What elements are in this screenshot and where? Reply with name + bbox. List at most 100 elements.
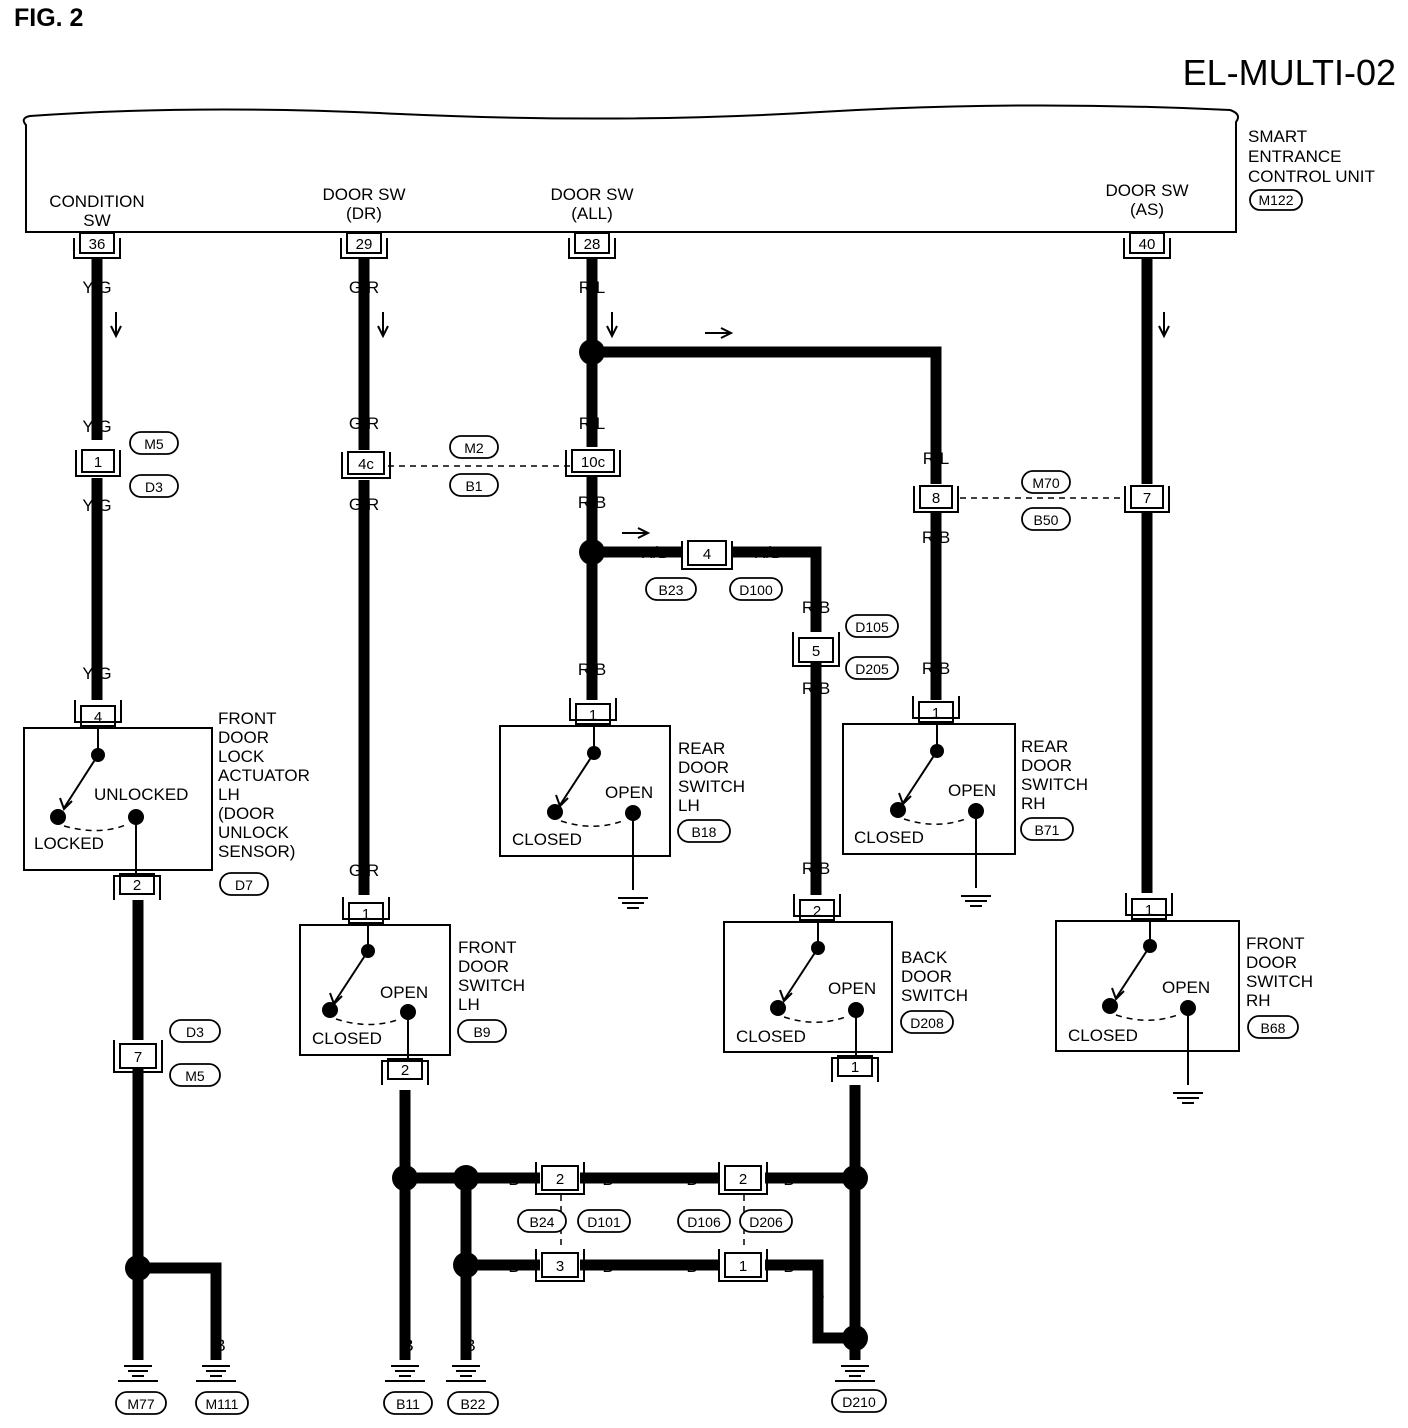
svg-text:1: 1 xyxy=(1145,902,1153,919)
front-door-lock-actuator: 4 2 UNLOCKED LOCKED xyxy=(23,700,213,900)
wire-b-bus-bottom-3 xyxy=(765,1259,855,1344)
svg-text:29: 29 xyxy=(356,236,373,253)
terminal-name-as-1: DOOR SW xyxy=(1105,181,1188,200)
svg-text:2: 2 xyxy=(401,1062,409,1079)
connector-ref-pill xyxy=(729,577,783,601)
wire-label: R/L xyxy=(923,449,949,468)
back-door-switch: 2 1 OPEN CLOSED xyxy=(723,894,893,1082)
connector-ref: B24 xyxy=(530,1214,555,1230)
wire-label: B xyxy=(399,1103,410,1122)
control-unit-ref: M122 xyxy=(1258,192,1293,208)
svg-text:7: 7 xyxy=(134,1049,142,1066)
ground-ref-pill xyxy=(447,1391,499,1415)
wire-label: Y/G xyxy=(82,278,111,297)
connector-ref-pill xyxy=(449,435,499,459)
rear-lh-label: DOOR xyxy=(678,758,729,777)
control-unit-name-2: ENTRANCE xyxy=(1248,147,1342,166)
connector-7-y: 7 xyxy=(1124,485,1170,513)
junction-dot xyxy=(392,1165,418,1191)
svg-text:4c: 4c xyxy=(358,456,374,473)
svg-text:1: 1 xyxy=(362,906,370,923)
wire-label: B xyxy=(132,1086,143,1105)
connector-1: 1 xyxy=(75,449,121,477)
wire-rb-branch-2 xyxy=(733,546,822,632)
terminal-28: 28 xyxy=(568,232,616,259)
connector-ref-pill xyxy=(577,1209,631,1233)
wire-label: B xyxy=(849,1285,860,1304)
connector-ref: D206 xyxy=(749,1214,783,1230)
wire-label: B xyxy=(132,1336,143,1355)
rear-rh-label: SWITCH xyxy=(1021,775,1088,794)
svg-text:8: 8 xyxy=(932,490,940,507)
wire-label: R/B xyxy=(641,543,669,562)
junction-dot xyxy=(842,1165,868,1191)
connector-10c: 10c xyxy=(565,449,621,477)
front-rh-label: SWITCH xyxy=(1246,972,1313,991)
wire-label: R/B xyxy=(578,493,606,512)
svg-text:5: 5 xyxy=(812,643,820,660)
svg-text:CLOSED: CLOSED xyxy=(512,830,582,849)
terminal-name-dr-1: DOOR SW xyxy=(322,185,405,204)
svg-text:CLOSED: CLOSED xyxy=(736,1027,806,1046)
connector-d1: 1 xyxy=(718,1249,768,1282)
wire-label: R/B xyxy=(802,679,830,698)
svg-text:LOCKED: LOCKED xyxy=(34,834,104,853)
connector-ref-pill xyxy=(129,431,179,455)
rear-door-switch-lh: 1 OPEN CLOSED xyxy=(499,698,671,890)
rear-lh-label: SWITCH xyxy=(678,777,745,796)
connector-ref: M5 xyxy=(144,436,164,452)
connector-ref: B1 xyxy=(465,478,482,494)
connector-ref-pill xyxy=(845,614,899,638)
wire-label: B xyxy=(132,917,143,936)
back-label: DOOR xyxy=(901,967,952,986)
wire-label: R/L xyxy=(579,414,605,433)
svg-text:1: 1 xyxy=(739,1258,747,1275)
wire-label: B xyxy=(849,1100,860,1119)
control-unit-name-3: CONTROL UNIT xyxy=(1248,167,1375,186)
svg-text:OPEN: OPEN xyxy=(1162,978,1210,997)
connector-ref: M5 xyxy=(185,1068,205,1084)
wire-label: B xyxy=(602,1170,613,1189)
ground-ref-pill xyxy=(831,1389,887,1413)
wire-label: B xyxy=(783,1257,794,1276)
ground-symbols-bottom xyxy=(118,1365,875,1382)
svg-text:4: 4 xyxy=(94,709,102,726)
ground-ref: B22 xyxy=(461,1396,486,1412)
junction-dot xyxy=(842,1325,868,1351)
connector-ref-pill xyxy=(845,656,899,680)
junction-dot xyxy=(579,339,605,365)
ground-ref-pill xyxy=(195,1391,249,1415)
svg-text:28: 28 xyxy=(584,236,601,253)
connector-ref-pill xyxy=(1021,470,1071,494)
rear-rh-ref: B71 xyxy=(1035,822,1060,838)
connector-ref-pill xyxy=(739,1209,793,1233)
connector-ref-pill xyxy=(169,1019,221,1043)
wire-label: G/R xyxy=(349,278,379,297)
rear-lh-label: REAR xyxy=(678,739,725,758)
wire-label: R/B xyxy=(802,598,830,617)
connector-ref: D101 xyxy=(587,1214,621,1230)
svg-text:2: 2 xyxy=(133,877,141,894)
wire-label: B xyxy=(402,1336,413,1355)
rear-rh-label: RH xyxy=(1021,794,1046,813)
back-label: BACK xyxy=(901,948,948,967)
terminal-name-condition-1: CONDITION xyxy=(49,192,144,211)
connector-b2: 2 xyxy=(535,1162,585,1195)
wire-label: B xyxy=(602,1257,613,1276)
wire-label: R/B xyxy=(922,528,950,547)
component-ref-pill xyxy=(457,1019,507,1043)
wire-label: G/R xyxy=(349,414,379,433)
junction-dot xyxy=(579,539,605,565)
actuator-label: (DOOR xyxy=(218,804,275,823)
connector-ref: D3 xyxy=(186,1024,204,1040)
rear-door-switch-rh: 1 OPEN CLOSED xyxy=(842,696,1016,888)
junction-dot xyxy=(453,1252,479,1278)
front-lh-ref: B9 xyxy=(473,1024,490,1040)
back-label: SWITCH xyxy=(901,986,968,1005)
terminal-name-dr-2: (DR) xyxy=(346,204,382,223)
actuator-label: DOOR xyxy=(218,728,269,747)
svg-text:7: 7 xyxy=(1143,490,1151,507)
connector-ref-pill xyxy=(645,577,697,601)
front-rh-label: RH xyxy=(1246,991,1271,1010)
wire-label: B xyxy=(508,1257,519,1276)
